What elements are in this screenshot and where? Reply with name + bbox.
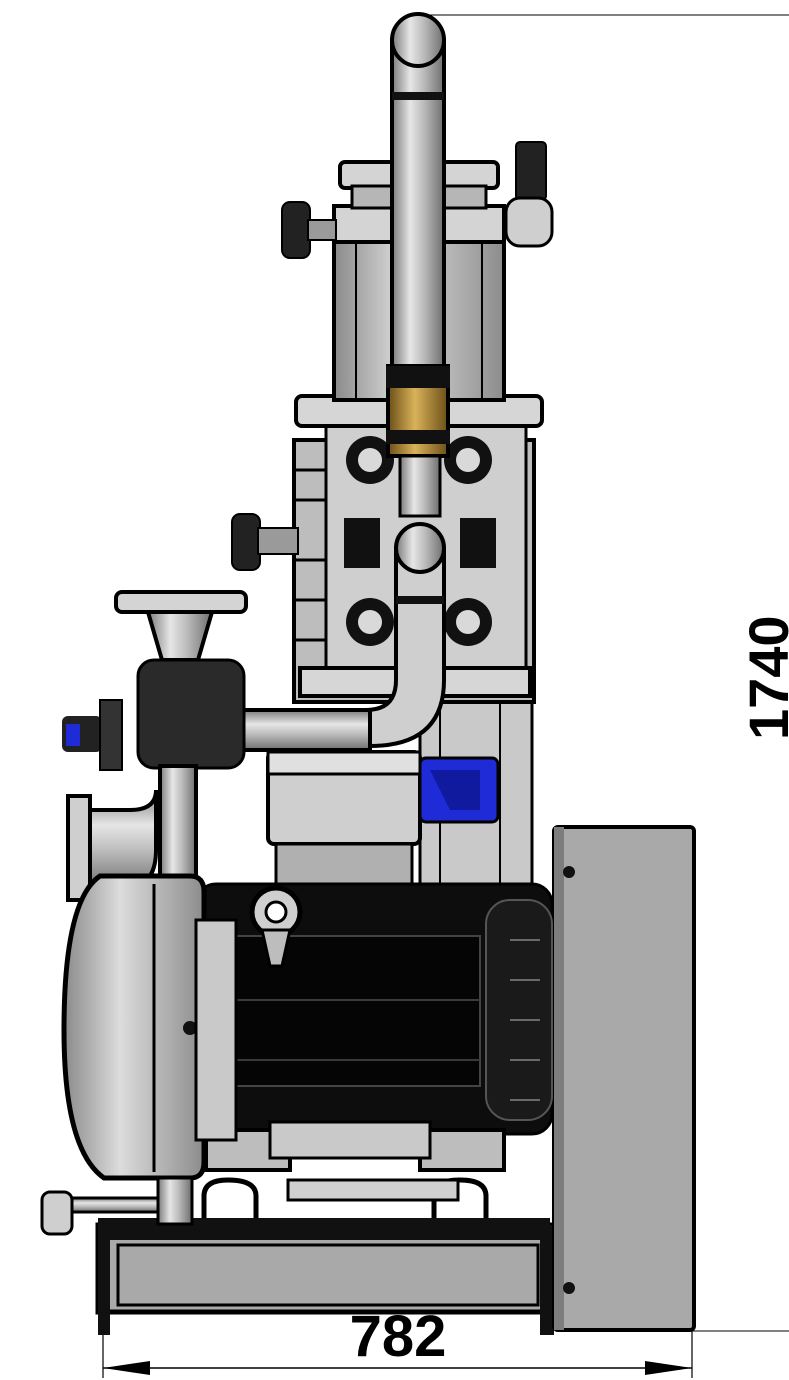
pump-volute xyxy=(61,873,238,1181)
connecting-pipe xyxy=(158,764,198,888)
discharge-flange-plate xyxy=(114,590,248,614)
height-dimension-label: 1740 xyxy=(737,615,789,740)
upper-handwheel-knob xyxy=(281,201,311,259)
width-dimension-label: 782 xyxy=(350,1304,447,1369)
left-nozzle-blue xyxy=(66,724,80,746)
motor-foot-right xyxy=(418,1128,506,1172)
drain-valve xyxy=(40,1176,194,1236)
port-upper-right-hole xyxy=(456,448,480,472)
vent-valve-elbow xyxy=(504,196,554,248)
discharge-flange xyxy=(114,590,248,770)
cabinet-body xyxy=(552,825,696,1332)
terminal-box-base xyxy=(274,842,414,890)
middle-handwheel xyxy=(231,513,299,571)
middle-handwheel-knob xyxy=(231,513,261,571)
side-flange-left xyxy=(344,518,380,568)
upper-handwheel xyxy=(281,201,337,259)
riser-pipe-body xyxy=(390,38,446,372)
terminal-box xyxy=(266,750,422,890)
upper-handwheel-stem xyxy=(307,219,337,241)
riser-band-top xyxy=(392,92,444,100)
suction-bend-flange xyxy=(66,794,92,902)
cabinet-side-edge xyxy=(554,827,564,1330)
middle-handwheel-stem xyxy=(257,527,299,555)
control-cabinet xyxy=(552,825,696,1332)
right-arrowhead xyxy=(645,1361,692,1375)
lower-pipe-rail xyxy=(286,1178,460,1202)
port-upper-left-hole xyxy=(358,448,382,472)
pump-volute-screw xyxy=(183,1021,197,1035)
riser-pipe-lower xyxy=(398,454,442,518)
discharge-funnel xyxy=(145,610,215,662)
drain-valve-pipe xyxy=(66,1196,166,1214)
discharge-valve-body xyxy=(136,658,246,770)
sight-glass-cap-bottom xyxy=(386,430,450,444)
port-lower-left-hole xyxy=(358,610,382,634)
motor-fan-grille xyxy=(510,939,540,1101)
port-lower-right-hole xyxy=(456,610,480,634)
lower-pipe-loops xyxy=(201,1177,489,1218)
blue-valve-detail xyxy=(430,770,480,810)
base-frame xyxy=(95,1218,554,1335)
side-flange-right xyxy=(460,518,496,568)
motor xyxy=(194,882,554,1172)
lower-loop-left xyxy=(201,1177,259,1218)
base-frame-right-foot xyxy=(540,1225,554,1335)
left-nozzle xyxy=(62,699,123,771)
pump-volute-body xyxy=(61,873,207,1181)
height-dimension: 1740 xyxy=(430,14,789,1332)
motor-fan-cover xyxy=(485,899,553,1121)
left-ribs xyxy=(294,468,326,642)
pump-bracket xyxy=(194,918,238,1142)
motor-foot-bar xyxy=(268,1120,432,1160)
drain-valve-elbow xyxy=(40,1190,74,1236)
lifting-eye-stem xyxy=(260,928,292,968)
vertical-riser-pipe xyxy=(386,12,450,518)
terminal-box-lid xyxy=(266,750,422,776)
elbow-top xyxy=(394,522,446,574)
base-frame-top-rail xyxy=(98,1218,550,1240)
base-frame-left-foot xyxy=(98,1225,110,1335)
cabinet-bottom-screw xyxy=(563,1282,575,1294)
base-frame-inner xyxy=(116,1243,540,1307)
riser-pipe-top xyxy=(390,12,446,68)
cabinet-top-screw xyxy=(563,866,575,878)
vent-valve xyxy=(504,141,554,248)
left-nozzle-flange xyxy=(99,699,123,771)
blue-valve xyxy=(418,756,500,824)
connecting-pipe-body xyxy=(158,764,198,888)
vent-valve-body xyxy=(515,141,547,201)
left-arrowhead xyxy=(103,1361,150,1375)
drain-valve-stub xyxy=(156,1176,194,1226)
lifting-eye-hole xyxy=(264,900,288,924)
sight-glass-cap-top xyxy=(386,366,450,388)
elbow-band xyxy=(396,596,444,604)
